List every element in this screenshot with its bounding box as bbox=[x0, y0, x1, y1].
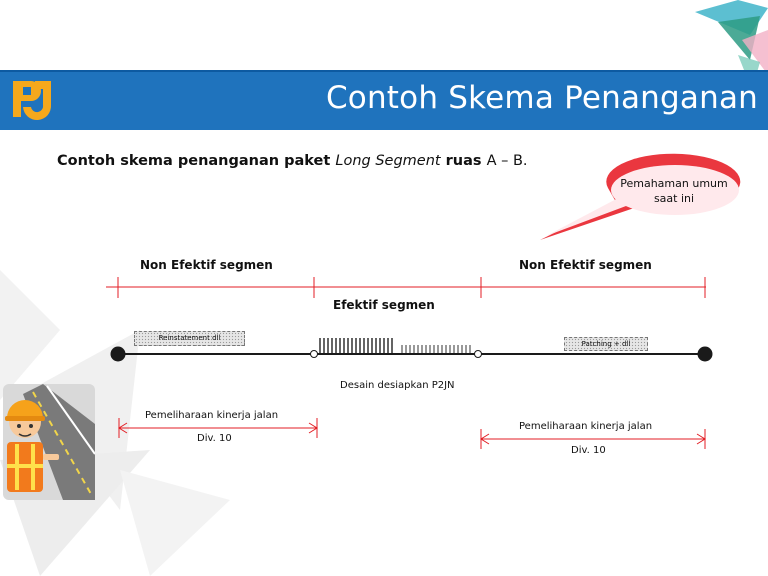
maintenance-arrow-left bbox=[118, 418, 318, 438]
segment-right-label: Non Efektif segmen bbox=[519, 258, 652, 272]
intro-suffix: A – B. bbox=[486, 153, 528, 169]
intro-prefix: Contoh skema penanganan paket bbox=[57, 153, 336, 169]
callout-bubble bbox=[540, 153, 741, 240]
maintenance-arrow-right bbox=[480, 429, 706, 449]
segment-middle-label: Efektif segmen bbox=[333, 298, 435, 312]
maintenance-left-div: Div. 10 bbox=[197, 433, 232, 444]
effective-segment-marks-short bbox=[401, 345, 471, 353]
callout-text: Pemahaman umum saat ini bbox=[620, 177, 728, 205]
slide-title: Contoh Skema Penanganan bbox=[325, 80, 758, 116]
reinstatement-area: Reinstatement dll bbox=[134, 331, 245, 346]
intro-middle: ruas bbox=[440, 153, 487, 169]
effective-segment-marks-tall bbox=[319, 338, 393, 353]
segment-left-label: Non Efektif segmen bbox=[140, 258, 273, 272]
patching-area: Patching + dll bbox=[564, 337, 648, 351]
maintenance-right-label: Pemeliharaan kinerja jalan bbox=[519, 421, 653, 432]
maintenance-right-div: Div. 10 bbox=[571, 445, 606, 456]
patching-label: Patching + dll bbox=[581, 340, 631, 348]
pu-logo-icon bbox=[9, 77, 55, 121]
header-band bbox=[0, 70, 768, 130]
reinstatement-label: Reinstatement dll bbox=[158, 334, 221, 342]
maintenance-left-label: Pemeliharaan kinerja jalan bbox=[145, 410, 279, 421]
construction-worker-icon bbox=[3, 384, 95, 500]
design-note: Desain desiapkan P2JN bbox=[340, 380, 455, 391]
intro-text: Contoh skema penanganan paket Long Segme… bbox=[57, 153, 528, 169]
intro-italic: Long Segment bbox=[335, 153, 441, 169]
road-line bbox=[110, 346, 713, 362]
segment-divider-line bbox=[106, 277, 706, 298]
